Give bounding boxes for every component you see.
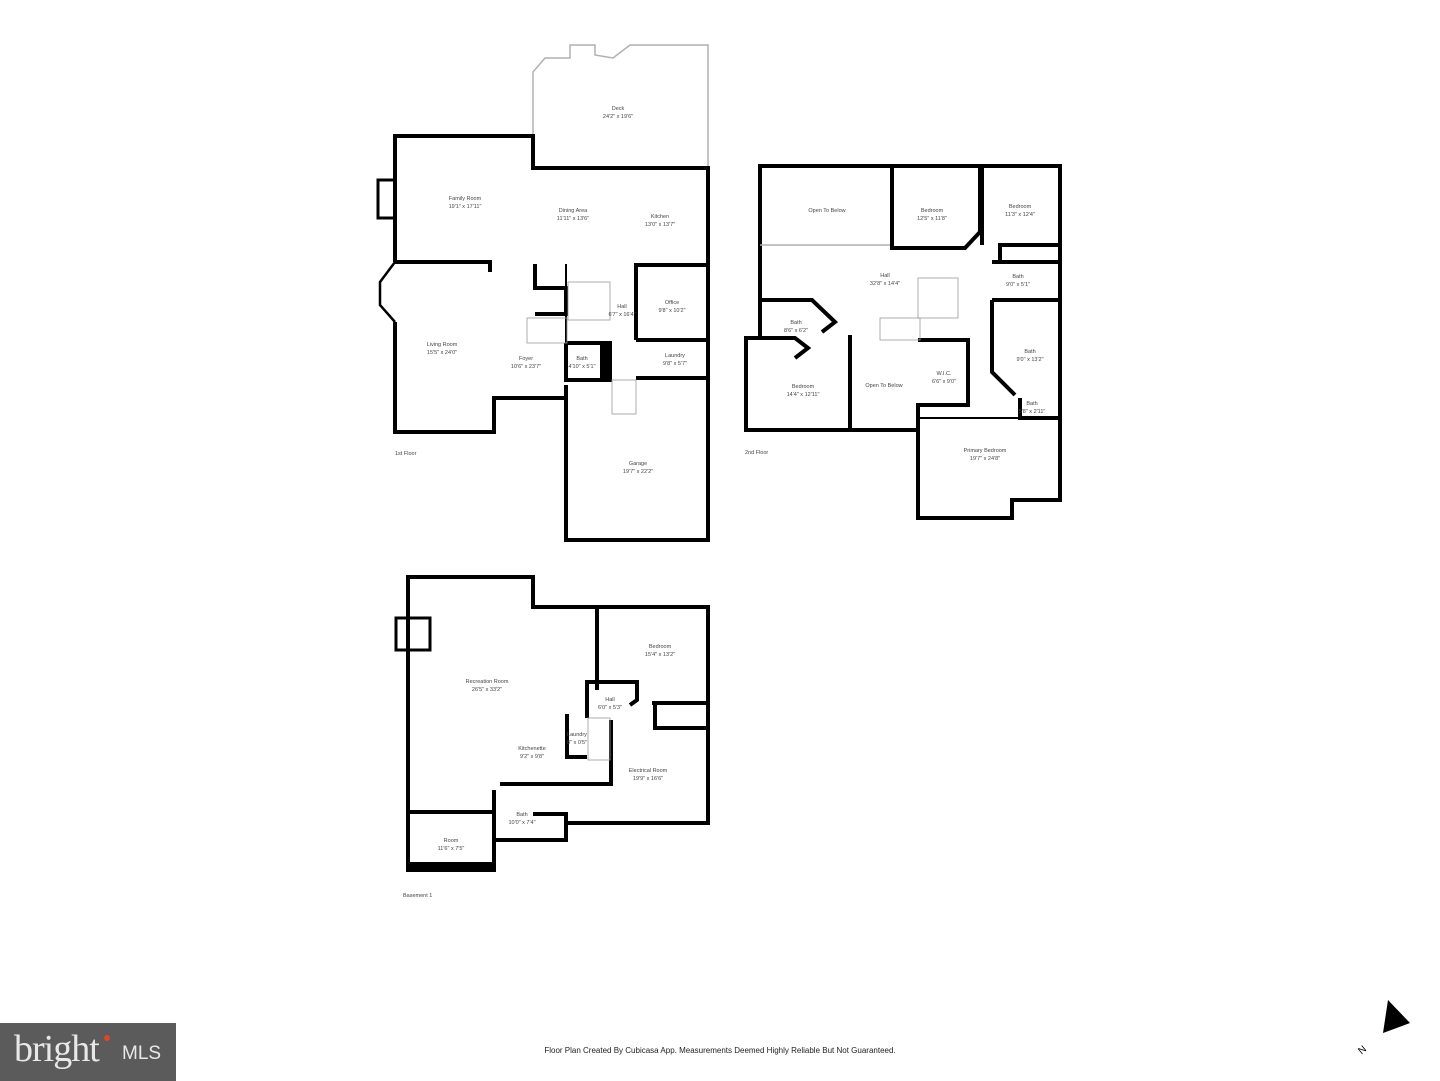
first-floor-stairs	[526, 281, 637, 415]
deck-outline	[532, 44, 709, 168]
first-floor-column	[600, 343, 610, 380]
north-arrow-icon: N	[1356, 1000, 1410, 1057]
bright-mls-logo: bright MLS	[0, 1023, 176, 1081]
floor-label-basement: Basement 1	[403, 893, 433, 899]
room-open-to-below: Open To Below	[865, 383, 903, 389]
second-floor-stairs	[879, 277, 959, 341]
first-floor-walls	[376, 44, 710, 542]
floor-label-second: 2nd Floor	[745, 450, 769, 456]
room-wic: W.I.C.6'6" x 9'0"	[931, 371, 957, 385]
room-open-to-below: Open To Below	[808, 208, 846, 214]
floor-label-first: 1st Floor	[395, 451, 417, 457]
logo-text: bright	[14, 1028, 100, 1070]
basement-wall-thick	[408, 862, 494, 870]
basement-stairs	[587, 717, 611, 761]
disclaimer-text: Floor Plan Created By Cubicasa App. Meas…	[544, 1046, 896, 1055]
basement-walls	[394, 575, 710, 872]
logo-suffix: MLS	[122, 1043, 162, 1064]
second-floor-walls	[744, 164, 1062, 520]
logo-accent-icon	[104, 1035, 110, 1041]
north-label: N	[1356, 1044, 1369, 1057]
